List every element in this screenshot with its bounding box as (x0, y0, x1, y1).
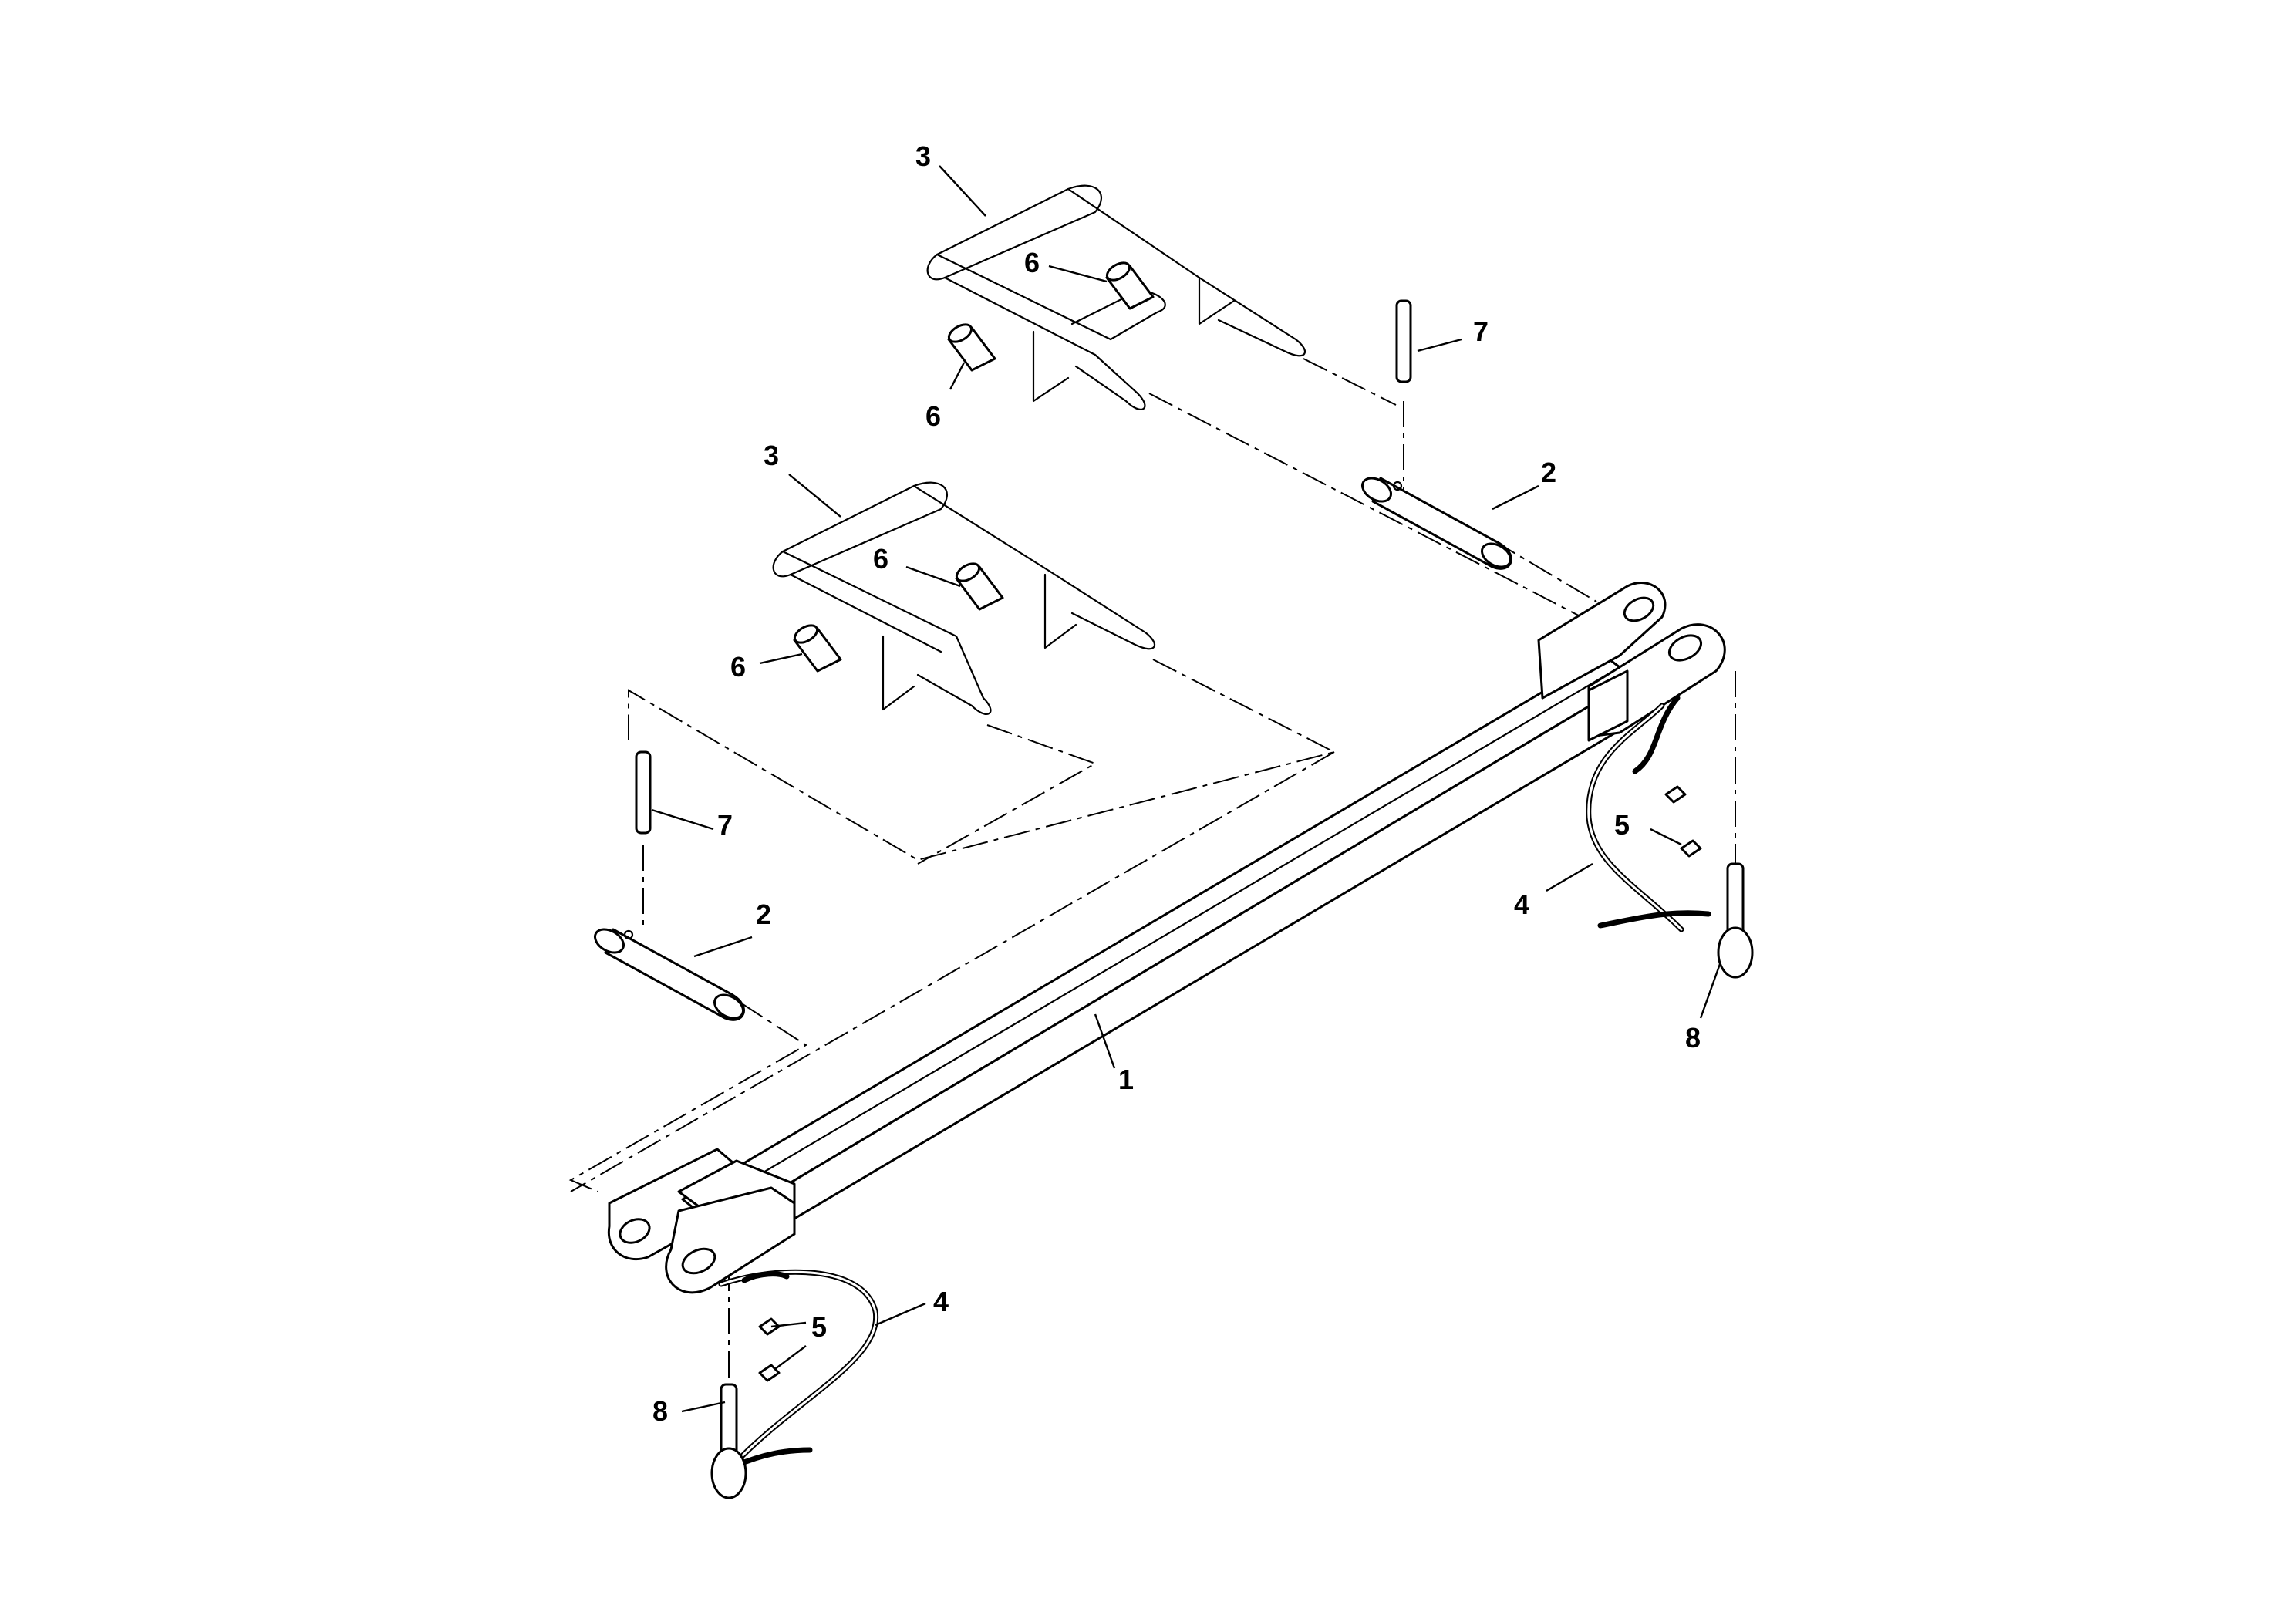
roll-pin-right-part-7 (1395, 299, 1412, 383)
callout-clip-upper: 3 (915, 140, 931, 172)
pin-left-part-2 (594, 928, 745, 1021)
spring-clip-lower-part-3 (772, 481, 1155, 715)
callout-pin-right: 2 (1541, 457, 1556, 488)
ferrule-left-part-5 (758, 1317, 781, 1382)
callout-rollpin-left: 7 (717, 809, 733, 841)
callout-ferrule-right: 5 (1614, 809, 1630, 841)
callout-sleeve-lower-b: 6 (730, 651, 746, 683)
callout-sleeve-lower-a: 6 (873, 543, 888, 575)
assembly-centerlines (568, 358, 1736, 1381)
callout-lanyard-left: 4 (933, 1286, 949, 1317)
sleeve-lower-a-part-6 (955, 562, 1004, 611)
lock-pin-right-part-8 (1717, 862, 1754, 979)
pin-right-part-2 (1361, 477, 1512, 570)
sleeve-lower-b-part-6 (793, 624, 842, 673)
callout-sleeve-upper-b: 6 (925, 400, 941, 432)
beam-part-1 (607, 582, 1726, 1294)
sleeve-upper-b-part-6 (947, 323, 996, 372)
callout-lockpin-left: 8 (652, 1395, 668, 1427)
lock-pin-left-part-8 (710, 1383, 747, 1499)
lanyard-left-part-4 (718, 1269, 879, 1469)
callout-lanyard-right: 4 (1514, 889, 1529, 920)
sleeve-upper-a-part-6 (1105, 261, 1155, 310)
ferrule-right-part-5 (1664, 785, 1702, 858)
callout-ferrule-left: 5 (811, 1311, 827, 1343)
callout-beam: 1 (1118, 1064, 1134, 1095)
callout-labels: 1 2 2 3 3 4 4 5 5 6 6 6 6 7 7 8 8 (652, 140, 1701, 1427)
callout-rollpin-right: 7 (1473, 315, 1489, 347)
callout-sleeve-upper-a: 6 (1024, 247, 1040, 278)
spring-clip-upper-part-3 (926, 184, 1306, 410)
lanyard-right-part-4 (1586, 695, 1711, 932)
callout-lockpin-right: 8 (1685, 1022, 1701, 1054)
callout-clip-lower: 3 (764, 440, 779, 471)
callout-pin-left: 2 (756, 899, 771, 930)
callout-leaders (651, 165, 1721, 1413)
roll-pin-left-part-7 (635, 750, 652, 835)
